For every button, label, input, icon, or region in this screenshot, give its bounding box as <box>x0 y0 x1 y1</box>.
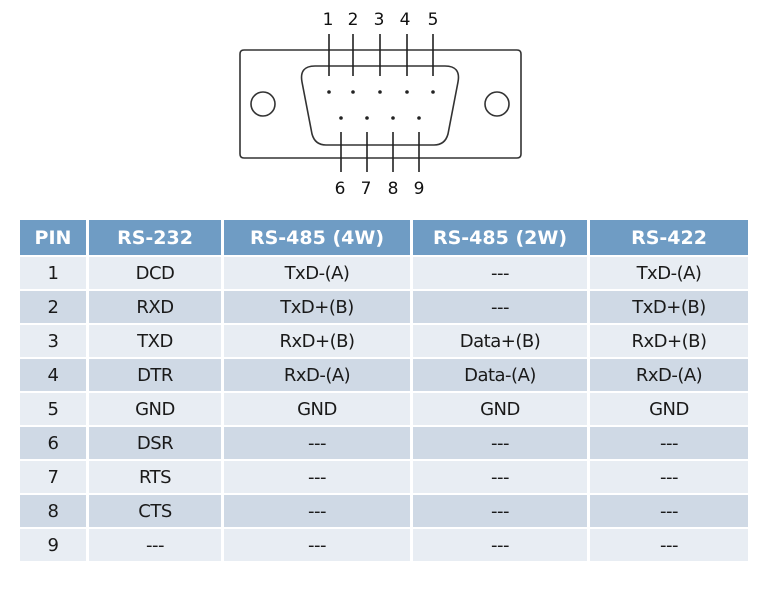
table-cell: --- <box>413 427 587 459</box>
pin-number-label: 9 <box>414 179 425 199</box>
column-header: RS-232 <box>89 220 221 255</box>
pin-number-label: 2 <box>348 10 359 30</box>
table-cell: Data+(B) <box>413 325 587 357</box>
table-cell: --- <box>590 529 748 561</box>
pin-4-contact <box>405 90 409 94</box>
table-cell: --- <box>413 529 587 561</box>
table-cell: RxD-(A) <box>590 359 748 391</box>
column-header: RS-485 (2W) <box>413 220 587 255</box>
table-cell: DTR <box>89 359 221 391</box>
pin-number-label: 1 <box>323 10 334 30</box>
table-cell: TxD+(B) <box>590 291 748 323</box>
table-cell: GND <box>89 393 221 425</box>
pin-7-contact <box>365 116 369 120</box>
mounting-hole-right <box>484 91 510 117</box>
table-cell: --- <box>89 529 221 561</box>
table-cell: --- <box>224 427 410 459</box>
column-header: RS-422 <box>590 220 748 255</box>
table-cell: --- <box>224 495 410 527</box>
table-cell: RTS <box>89 461 221 493</box>
pin-number-label: 7 <box>361 179 372 199</box>
pin-number-cell: 6 <box>20 427 86 459</box>
pin-number-cell: 8 <box>20 495 86 527</box>
table-cell: DSR <box>89 427 221 459</box>
pin-3-contact <box>378 90 382 94</box>
pin-number-cell: 9 <box>20 529 86 561</box>
table-cell: RxD+(B) <box>224 325 410 357</box>
table-cell: --- <box>413 257 587 289</box>
connector-d-shell <box>300 65 460 146</box>
pin-number-label: 8 <box>388 179 399 199</box>
pin-number-cell: 4 <box>20 359 86 391</box>
table-cell: DCD <box>89 257 221 289</box>
pin-number-cell: 2 <box>20 291 86 323</box>
table-cell: --- <box>224 529 410 561</box>
pin-8-contact <box>391 116 395 120</box>
table-cell: TxD+(B) <box>224 291 410 323</box>
pin-6-contact <box>339 116 343 120</box>
pin-5-contact <box>431 90 435 94</box>
table-cell: --- <box>413 291 587 323</box>
table-cell: TXD <box>89 325 221 357</box>
table-cell: GND <box>590 393 748 425</box>
table-cell: --- <box>224 461 410 493</box>
table-cell: --- <box>590 461 748 493</box>
pin-1-contact <box>327 90 331 94</box>
pin-number-label: 6 <box>335 179 346 199</box>
table-cell: --- <box>590 427 748 459</box>
column-header: PIN <box>20 220 86 255</box>
pin-number-cell: 5 <box>20 393 86 425</box>
mounting-hole-left <box>250 91 276 117</box>
column-header: RS-485 (4W) <box>224 220 410 255</box>
table-cell: GND <box>224 393 410 425</box>
db9-connector-diagram: 1 2 3 4 5 6 7 8 9 <box>239 10 522 199</box>
pin-number-cell: 1 <box>20 257 86 289</box>
table-cell: Data-(A) <box>413 359 587 391</box>
table-cell: RxD-(A) <box>224 359 410 391</box>
table-cell: TxD-(A) <box>224 257 410 289</box>
table-cell: RxD+(B) <box>590 325 748 357</box>
table-cell: RXD <box>89 291 221 323</box>
pin-number-label: 4 <box>400 10 411 30</box>
table-cell: CTS <box>89 495 221 527</box>
table-cell: GND <box>413 393 587 425</box>
table-cell: TxD-(A) <box>590 257 748 289</box>
pin-number-cell: 7 <box>20 461 86 493</box>
pin-9-contact <box>417 116 421 120</box>
table-cell: --- <box>590 495 748 527</box>
pin-number-label: 3 <box>374 10 385 30</box>
table-cell: --- <box>413 461 587 493</box>
pin-number-label: 5 <box>428 10 439 30</box>
pin-2-contact <box>351 90 355 94</box>
table-cell: --- <box>413 495 587 527</box>
table-row: 9------------ <box>20 529 748 561</box>
pin-number-cell: 3 <box>20 325 86 357</box>
